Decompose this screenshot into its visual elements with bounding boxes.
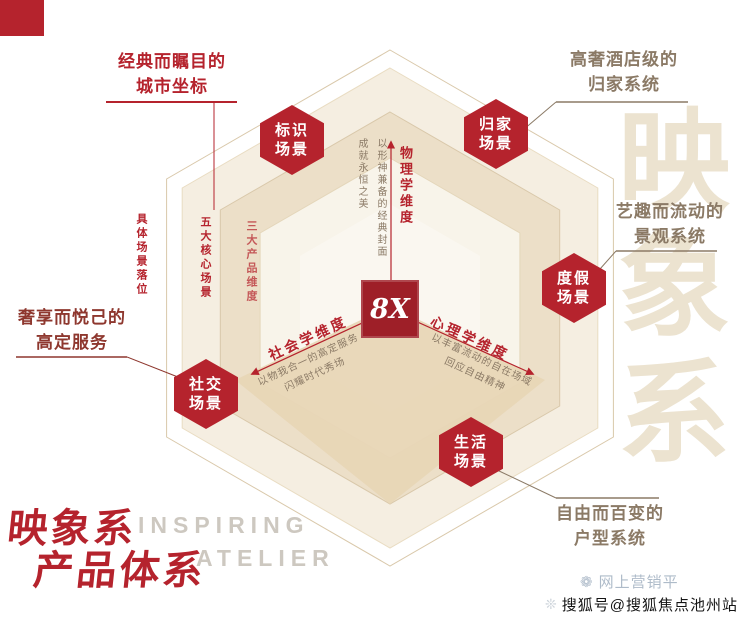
annotation-line: 归家系统 <box>588 74 660 94</box>
source-credit: ❊ 搜狐号@搜狐焦点池州站 <box>545 594 738 615</box>
center-logo-badge: 8X <box>361 280 419 338</box>
annotation-line: 高定服务 <box>36 332 108 352</box>
source-credit-text: 搜狐号@搜狐焦点池州站 <box>561 597 738 614</box>
annotation-line: 城市坐标 <box>136 76 208 96</box>
annotation-right: 艺趣而流动的 景观系统 <box>608 200 732 249</box>
connector-right <box>599 250 617 270</box>
axis-physics-description: 以形神兼备的经典封面 成就永恒之美 <box>350 138 388 308</box>
background-watermark-glyph: 象 <box>618 222 730 354</box>
sparkle-icon: ❊ <box>545 596 558 612</box>
background-watermark: 映 象 系 <box>618 97 740 479</box>
axis-physics-desc-line: 成就永恒之美 <box>356 138 367 210</box>
flower-stamp-icon: ❁ <box>580 573 594 591</box>
side-label-five-core-scenes: 五大核心场景 <box>199 216 211 300</box>
scene-node-label: 场景 <box>556 289 591 306</box>
platform-stamp: ❁ 网上营销平 <box>580 571 679 592</box>
scene-node-label: 场景 <box>188 395 223 412</box>
axis-physics-desc-line: 以形神兼备的经典封面 <box>375 138 386 258</box>
connector-bottom-right <box>496 469 557 499</box>
annotation-line: 自由而百变的 <box>556 504 664 523</box>
center-logo-monogram: 8X <box>370 293 410 325</box>
annotation-bottom-right: 自由而百变的 户型系统 <box>550 502 670 551</box>
annotation-line: 景观系统 <box>634 226 706 246</box>
connector-left <box>126 356 184 380</box>
axis-physics-label: 物理学维度 <box>398 146 413 226</box>
hex-ring-outline <box>166 49 614 567</box>
connector-top-right <box>522 101 557 131</box>
title-english-atelier: ATELIER <box>196 545 335 571</box>
annotation-top-left: 经典而瞩目的 城市坐标 <box>100 50 244 99</box>
title-english-inspiring: INSPIRING <box>138 512 310 538</box>
annotation-line: 高奢酒店级的 <box>570 50 678 69</box>
annotation-line: 户型系统 <box>574 528 646 548</box>
scene-node-label: 场景 <box>478 135 513 152</box>
annotation-left: 奢享而悦己的 高定服务 <box>12 306 132 355</box>
annotation-line: 奢享而悦己的 <box>18 308 126 327</box>
side-label-three-dimensions: 三大产品维度 <box>245 220 257 304</box>
background-watermark-glyph: 映 <box>618 97 730 228</box>
scene-node-label: 社交 <box>188 375 223 393</box>
background-watermark-glyph: 系 <box>618 347 730 479</box>
corner-accent-square <box>0 0 44 36</box>
scene-node-label: 场景 <box>453 453 488 470</box>
scene-node-label: 场景 <box>274 141 309 158</box>
scene-node-label: 度假 <box>556 269 591 287</box>
side-label-scene-placement: 具体场景落位 <box>135 213 147 297</box>
floor-diamond <box>235 306 545 504</box>
scene-node-label: 标识 <box>274 121 309 139</box>
scene-node-label: 归家 <box>478 115 513 133</box>
scene-node-label: 生活 <box>453 433 488 451</box>
platform-stamp-text: 网上营销平 <box>598 574 679 591</box>
annotation-line: 艺趣而流动的 <box>616 202 724 221</box>
annotation-top-right: 高奢酒店级的 归家系统 <box>552 48 696 97</box>
title-chinese-product-system: 产品体系 <box>31 549 208 593</box>
annotation-line: 经典而瞩目的 <box>118 52 226 71</box>
